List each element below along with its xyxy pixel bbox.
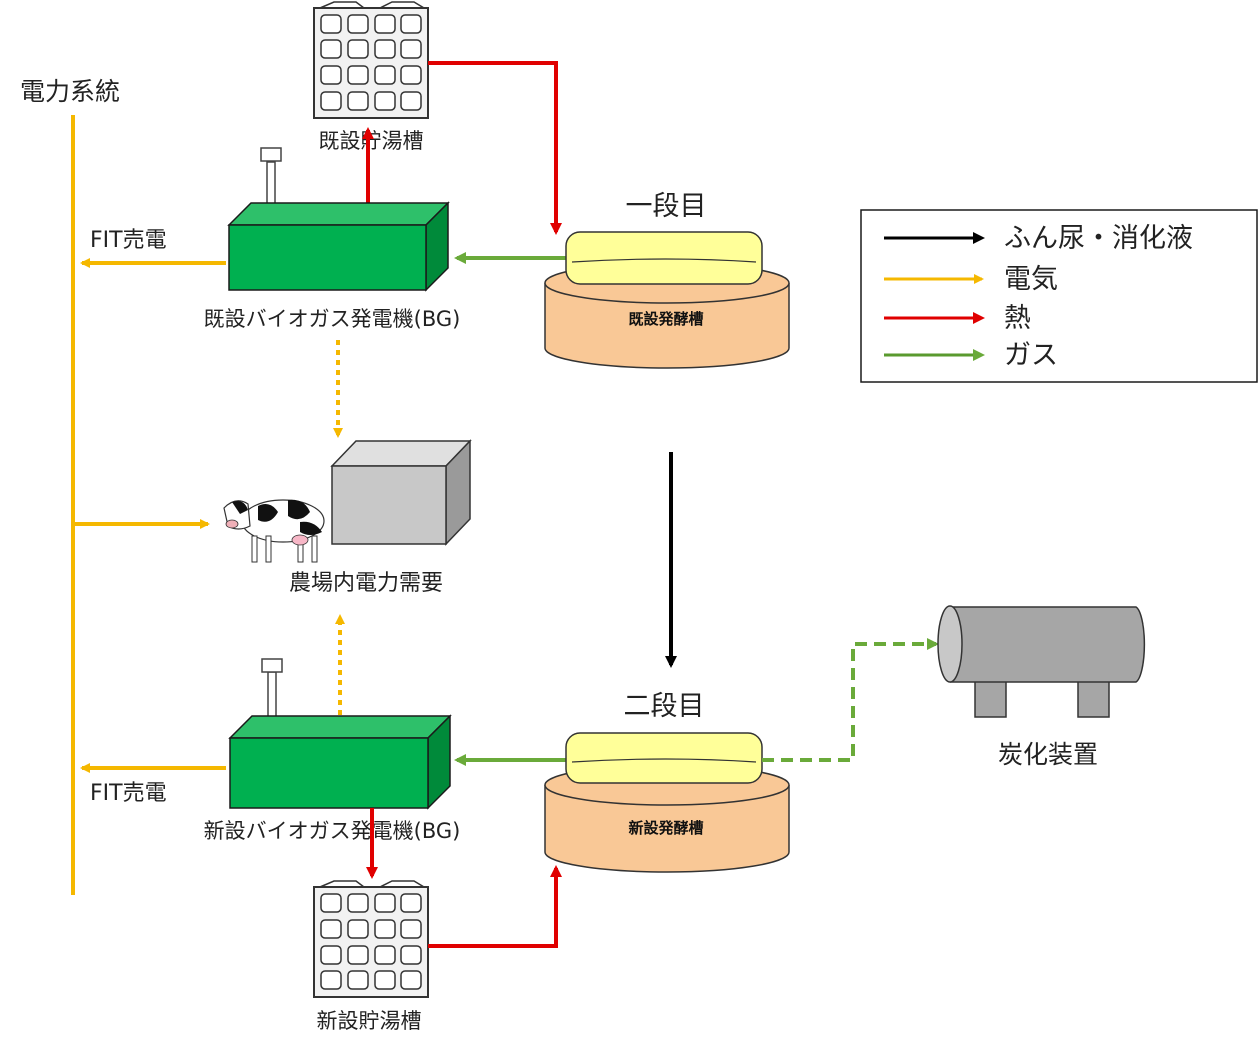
legend-item-slurry: ふん尿・消化液	[1004, 223, 1193, 254]
gas-arrow-digester-to-carbonizer	[762, 638, 939, 762]
existing-bg-label: 既設バイオガス発電機(BG)	[204, 307, 461, 331]
heat-arrow-tank-to-digester-1	[428, 61, 562, 235]
new-tank-label: 新設貯湯槽	[317, 1009, 422, 1033]
carbonizer-label: 炭化装置	[998, 740, 1098, 769]
new-digester-label: 新設発酵槽	[628, 819, 703, 837]
legend-item-gas: ガス	[1004, 340, 1058, 371]
fit-sale-label-top: FIT売電	[90, 228, 167, 253]
new-digester	[544, 732, 790, 873]
fit-sale-label-bottom: FIT売電	[90, 781, 167, 806]
new-hot-water-tank	[313, 880, 429, 998]
new-biogas-generator	[228, 658, 452, 810]
farm-demand-box	[330, 439, 472, 546]
existing-tank-label: 既設貯湯槽	[319, 129, 424, 153]
existing-biogas-generator	[227, 147, 450, 292]
carbonizer-icon	[937, 605, 1146, 718]
power-grid-label: 電力系統	[20, 77, 120, 106]
legend-item-heat: 熱	[1004, 303, 1031, 334]
existing-digester-label: 既設発酵槽	[628, 310, 703, 328]
new-bg-label: 新設バイオガス発電機(BG)	[204, 819, 461, 843]
cow-icon	[223, 499, 325, 563]
legend: ふん尿・消化液 電気 熱 ガス	[860, 209, 1258, 383]
stage1-label: 一段目	[626, 191, 707, 222]
existing-digester	[544, 231, 790, 369]
legend-item-electricity: 電気	[1004, 264, 1058, 295]
stage2-label: 二段目	[624, 691, 705, 722]
heat-arrow-tank-to-digester-2	[428, 865, 562, 948]
existing-hot-water-tank	[313, 1, 429, 119]
farm-demand-label: 農場内電力需要	[289, 571, 443, 596]
